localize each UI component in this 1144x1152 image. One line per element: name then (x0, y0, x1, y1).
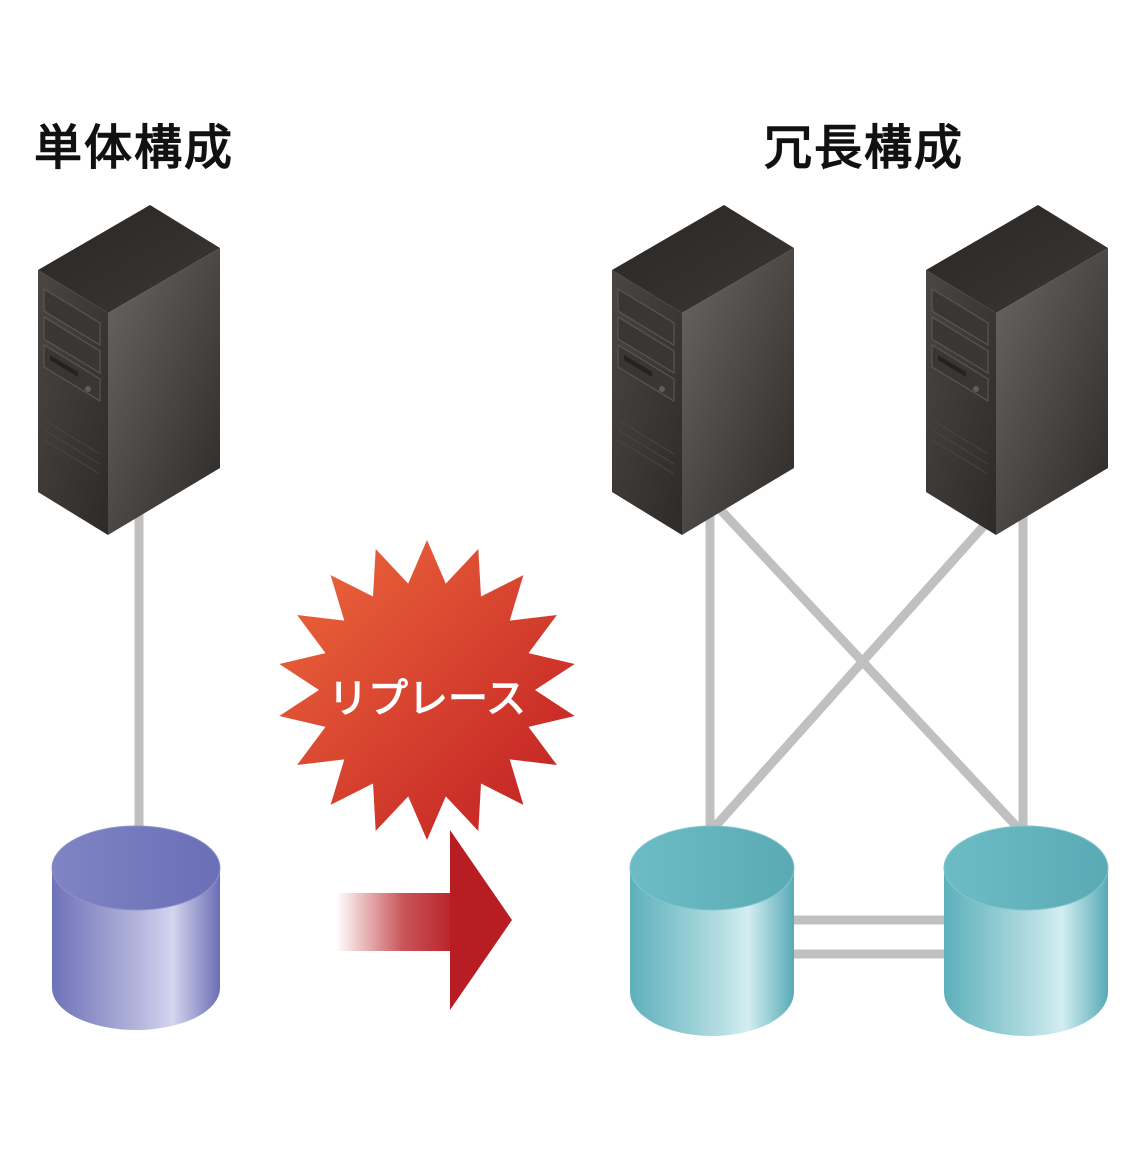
database-cylinder-icon (51, 825, 221, 1030)
right-arrow-icon (336, 830, 512, 1010)
burst-label: リプレース (328, 676, 526, 722)
database-cylinder-icon-2 (943, 825, 1109, 1036)
database-cylinder-icon-1 (629, 825, 795, 1036)
heading-redundant-config: 冗長構成 (764, 120, 965, 176)
starburst-icon: リプレース (279, 540, 575, 840)
server-tower-icon-1 (611, 204, 795, 536)
heading-single-config: 単体構成 (34, 120, 235, 176)
link-lines-redundant (705, 501, 1028, 959)
server-tower-icon-2 (925, 204, 1109, 536)
server-tower-icon (37, 204, 221, 536)
